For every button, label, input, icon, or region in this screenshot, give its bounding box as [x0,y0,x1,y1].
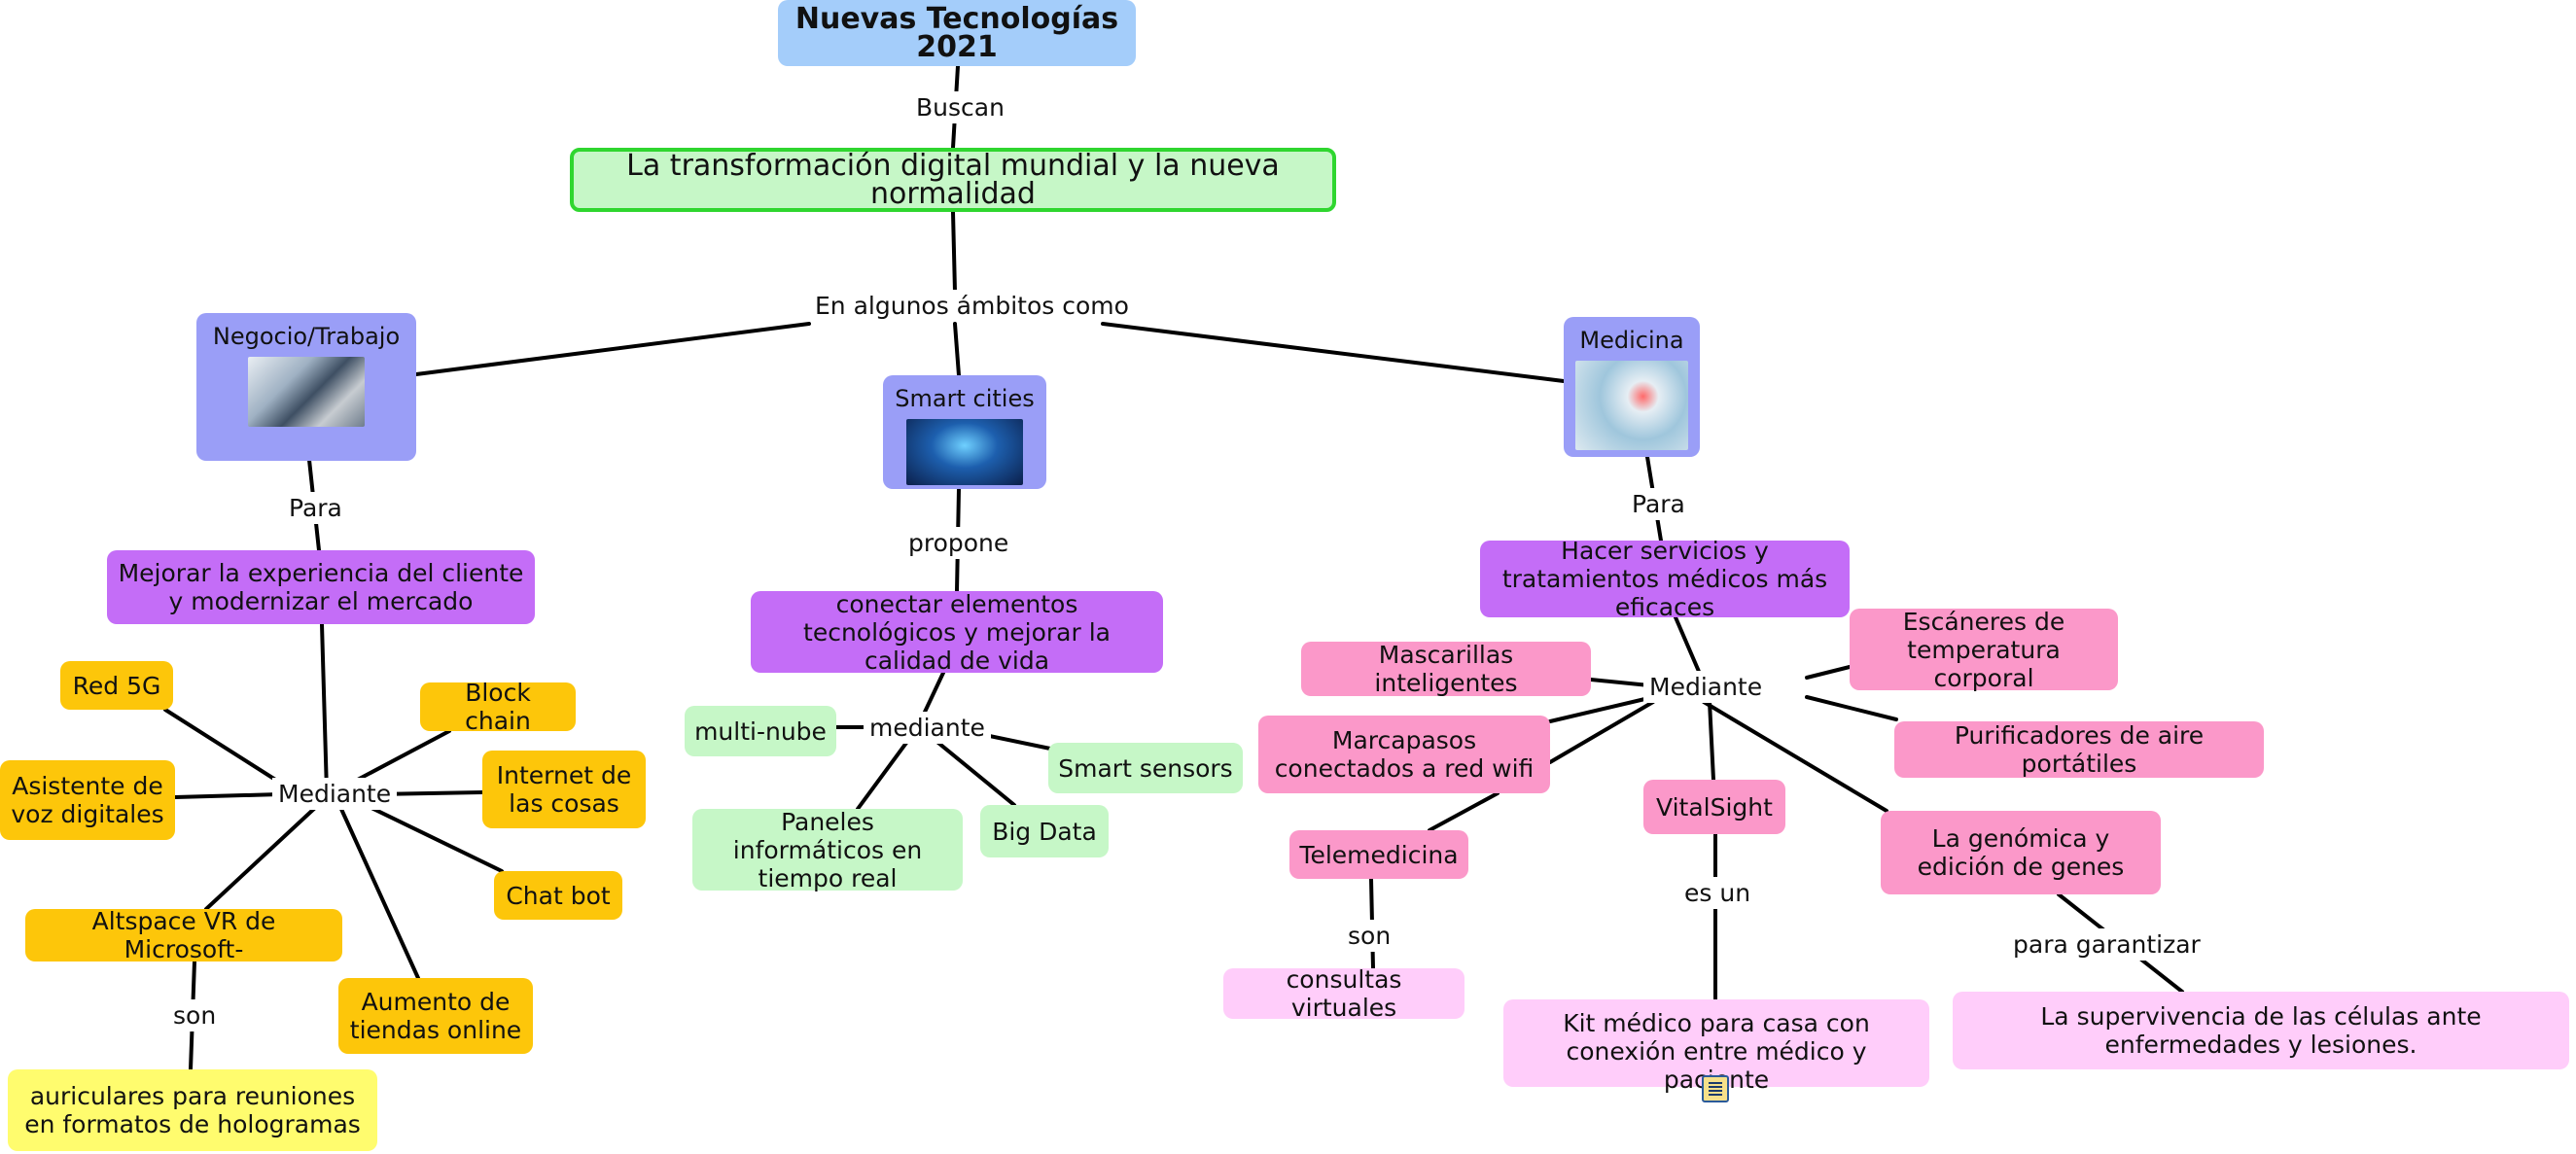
big-data-text: Big Data [992,817,1097,846]
node-asistente[interactable]: Asistente de voz digitales [0,760,175,840]
node-smart-sensors[interactable]: Smart sensors [1048,743,1243,793]
node-conectar[interactable]: conectar elementos tecnológicos y mejora… [751,589,1163,675]
node-chat-bot[interactable]: Chat bot [494,871,622,920]
link-buscan: Buscan [910,91,1010,123]
node-red-5g[interactable]: Red 5G [60,661,173,710]
telemedicina-text: Telemedicina [1299,840,1459,869]
link-son-altspace: son [167,999,223,1032]
node-internet[interactable]: Internet de las cosas [482,751,646,828]
category-medicina[interactable]: Medicina [1564,317,1700,457]
node-big-data[interactable]: Big Data [980,805,1109,857]
internet-text: Internet de las cosas [496,761,632,818]
document-icon[interactable] [1702,1075,1729,1102]
node-paneles[interactable]: Paneles informáticos en tiempo real [692,807,963,892]
vitalsight-text: VitalSight [1656,792,1773,822]
chat-bot-text: Chat bot [506,881,611,910]
main-node[interactable]: La transformación digital mundial y la n… [570,148,1336,212]
block-chain-text: Block chain [465,679,531,735]
mascarillas-text: Mascarillas inteligentes [1374,641,1518,697]
multi-nube-text: multi-nube [694,717,827,746]
genomica-text: La genómica y edición de genes [1917,824,2125,881]
consultas-text: consultas virtuales [1286,965,1402,1022]
escaneres-text: Escáneres de temperatura corporal [1902,607,2065,692]
medicina-label: Medicina [1579,327,1684,354]
marcapasos-text: Marcapasos conectados a red wifi [1274,726,1535,783]
node-vitalsight[interactable]: VitalSight [1643,780,1785,834]
smart-city-image [906,419,1023,485]
hacer-text: Hacer servicios y tratamientos médicos m… [1501,537,1828,621]
link-mediante-smart: mediante [864,712,991,744]
node-altspace[interactable]: Altspace VR de Microsoft- [25,907,342,963]
link-mediante-medicina: Mediante [1643,671,1769,703]
title-text: Nuevas Tecnologías 2021 [794,2,1119,64]
node-mejorar[interactable]: Mejorar la experiencia del cliente y mod… [107,550,535,624]
auriculares-text: auriculares para reuniones en formatos d… [24,1082,361,1138]
smart-cities-label: Smart cities [895,385,1035,412]
node-escaneres[interactable]: Escáneres de temperatura corporal [1850,607,2118,692]
title-node[interactable]: Nuevas Tecnologías 2021 [778,0,1136,66]
purificadores-text: Purificadores de aire portátiles [1954,721,2205,778]
link-son-telemedicina: son [1342,920,1397,952]
node-aumento[interactable]: Aumento de tiendas online [338,978,533,1054]
link-ambitos: En algunos ámbitos como [809,290,1135,322]
link-para-garantizar: para garantizar [2007,928,2206,961]
supervivencia-text: La supervivencia de las células ante enf… [2040,1002,2482,1059]
negocio-label: Negocio/Trabajo [212,323,401,350]
node-purificadores[interactable]: Purificadores de aire portátiles [1894,721,2264,778]
node-kit[interactable]: Kit médico para casa con conexión entre … [1503,999,1929,1094]
red-5g-text: Red 5G [72,671,161,700]
paneles-text: Paneles informáticos en tiempo real [732,807,923,892]
node-genomica[interactable]: La genómica y edición de genes [1881,811,2161,894]
node-mascarillas[interactable]: Mascarillas inteligentes [1301,641,1591,697]
main-text: La transformación digital mundial y la n… [626,149,1280,211]
computer-work-image [248,357,365,427]
node-telemedicina[interactable]: Telemedicina [1289,830,1468,879]
node-auriculares[interactable]: auriculares para reuniones en formatos d… [8,1069,377,1151]
aumento-text: Aumento de tiendas online [349,988,522,1044]
node-hacer[interactable]: Hacer servicios y tratamientos médicos m… [1480,537,1850,621]
node-multi-nube[interactable]: multi-nube [685,706,836,756]
category-negocio[interactable]: Negocio/Trabajo [196,313,416,461]
link-para-medicina: Para [1626,488,1691,520]
node-marcapasos[interactable]: Marcapasos conectados a red wifi [1258,716,1550,793]
link-para-negocio: Para [283,492,348,524]
node-consultas[interactable]: consultas virtuales [1223,965,1464,1022]
kit-text: Kit médico para casa con conexión entre … [1563,1009,1870,1094]
medical-image [1575,361,1688,450]
altspace-text: Altspace VR de Microsoft- [91,907,276,963]
mejorar-text: Mejorar la experiencia del cliente y mod… [118,559,524,615]
link-propone: propone [902,527,1015,559]
category-smart-cities[interactable]: Smart cities [883,375,1046,489]
node-block-chain[interactable]: Block chain [420,679,576,735]
conectar-text: conectar elementos tecnológicos y mejora… [803,589,1111,675]
asistente-text: Asistente de voz digitales [11,772,164,828]
smart-sensors-text: Smart sensors [1058,753,1233,783]
link-es-un: es un [1678,877,1757,909]
link-mediante-negocio: Mediante [272,778,398,810]
node-supervivencia[interactable]: La supervivencia de las células ante enf… [1953,992,2569,1069]
